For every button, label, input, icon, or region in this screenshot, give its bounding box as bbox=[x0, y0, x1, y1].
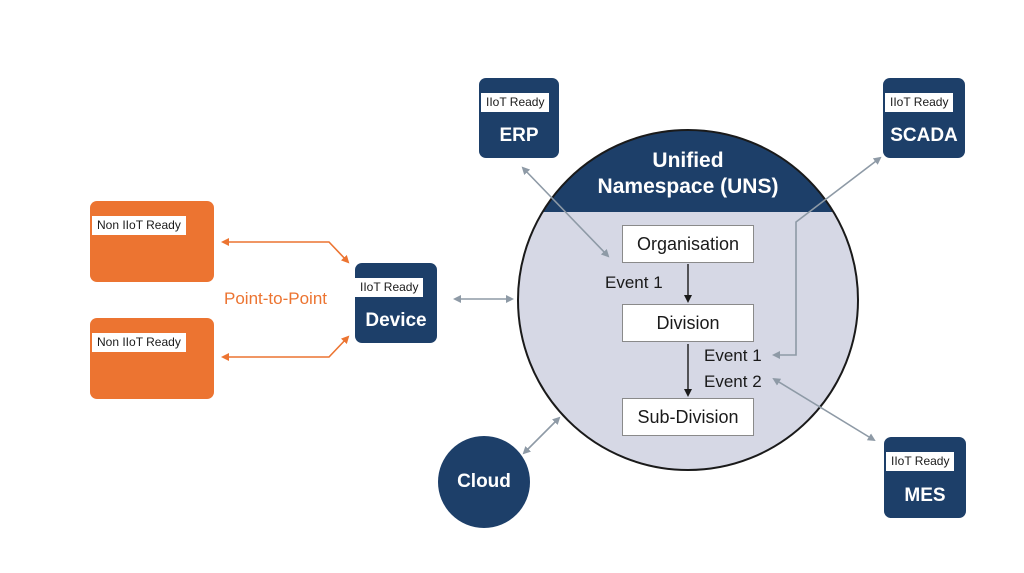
mes-event2-connector bbox=[772, 377, 876, 442]
scada-event1-connector bbox=[772, 156, 882, 359]
device-box: IIoT Ready Device bbox=[355, 263, 437, 343]
event1-label-right: Event 1 bbox=[704, 346, 762, 365]
point-to-point-label: Point-to-Point bbox=[224, 289, 327, 308]
scada-label: SCADA bbox=[890, 125, 958, 146]
non-iiot-box-bottom: Non IIoT Ready bbox=[90, 318, 214, 399]
division-node: Division bbox=[622, 304, 754, 342]
scada-box: IIoT Ready SCADA bbox=[883, 78, 965, 158]
event2-label-right: Event 2 bbox=[704, 372, 762, 391]
non-iiot-tag-top: Non IIoT Ready bbox=[92, 216, 186, 235]
ptp-connector-bottom bbox=[221, 335, 350, 361]
uns-title-line2: Namespace (UNS) bbox=[597, 175, 779, 198]
ptp-connector-top bbox=[221, 238, 350, 264]
erp-label: ERP bbox=[499, 125, 539, 146]
mes-label: MES bbox=[904, 485, 946, 506]
cloud-node: Cloud bbox=[438, 436, 530, 528]
erp-iiot-tag: IIoT Ready bbox=[481, 93, 550, 112]
mes-iiot-tag: IIoT Ready bbox=[886, 452, 955, 471]
sub-division-node: Sub-Division bbox=[622, 398, 754, 436]
cloud-uns-connector bbox=[522, 416, 561, 455]
event1-label-top: Event 1 bbox=[605, 273, 663, 292]
uns-title-line1: Unified bbox=[652, 149, 724, 172]
uns-title: Unified Namespace (UNS) bbox=[560, 148, 816, 200]
device-iiot-tag: IIoT Ready bbox=[355, 278, 424, 297]
non-iiot-tag-bottom: Non IIoT Ready bbox=[92, 333, 186, 352]
erp-organisation-connector bbox=[521, 166, 610, 258]
mes-box: IIoT Ready MES bbox=[884, 437, 966, 518]
non-iiot-box-top: Non IIoT Ready bbox=[90, 201, 214, 282]
organisation-node: Organisation bbox=[622, 225, 754, 263]
device-label: Device bbox=[365, 310, 427, 331]
scada-iiot-tag: IIoT Ready bbox=[885, 93, 954, 112]
erp-box: IIoT Ready ERP bbox=[479, 78, 559, 158]
